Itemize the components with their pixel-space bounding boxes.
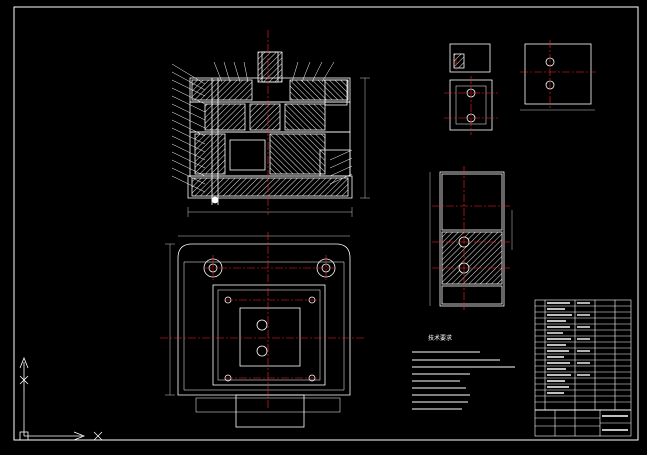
- drawing-frame: [13, 6, 639, 441]
- parts-list-table: [534, 299, 632, 437]
- leader-lines-left: [171, 63, 206, 193]
- dimension-lines-plan: [165, 235, 350, 396]
- top-right-plate-view: [520, 43, 595, 111]
- leader-lines-right: [329, 149, 353, 185]
- dimension-lines-front: [187, 77, 370, 217]
- leader-lines-top: [213, 61, 335, 83]
- notes-lines: [412, 351, 515, 410]
- notes-title: 技术要求: [428, 334, 452, 342]
- front-section-view: [187, 51, 353, 205]
- parts-list-text-marks: [547, 302, 628, 431]
- middle-right-section-view: [429, 171, 513, 307]
- plan-view: [177, 243, 351, 428]
- ucs-axis-icon: [19, 356, 103, 441]
- centerlines: [160, 30, 596, 410]
- technical-notes: 技术要求: [412, 334, 515, 410]
